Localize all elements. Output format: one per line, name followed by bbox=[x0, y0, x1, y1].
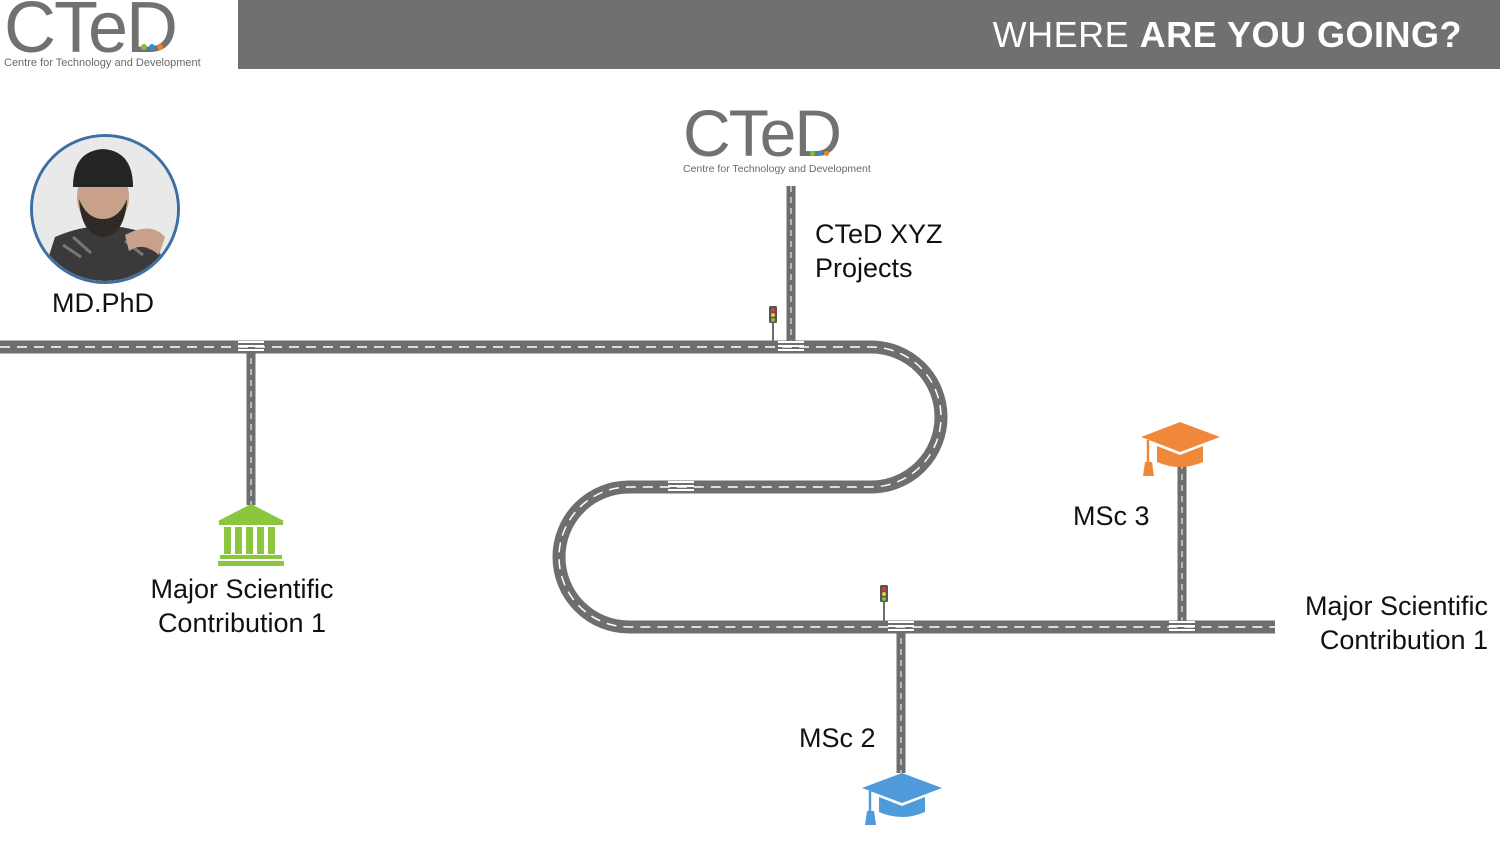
graduation-cap-icon bbox=[1141, 422, 1220, 476]
header-bar: WHERE ARE YOU GOING? bbox=[238, 0, 1500, 69]
right-end-label: Major Scientific Contribution 1 bbox=[1305, 589, 1488, 657]
person-label: MD.PhD bbox=[51, 288, 154, 318]
crosswalk-msc2 bbox=[888, 621, 914, 631]
logo-dot-green bbox=[810, 151, 815, 156]
logo-word: CTeD bbox=[4, 0, 178, 68]
crosswalk-msc3 bbox=[1169, 621, 1195, 631]
top-center-label-line1: CTeD XYZ bbox=[815, 219, 943, 249]
cted-logo-center: CTeD Centre for Technology and Developme… bbox=[683, 100, 871, 175]
avatar bbox=[30, 134, 180, 284]
logo-dot-blue bbox=[817, 151, 822, 156]
logo-dot-green bbox=[141, 44, 147, 50]
logo-dots bbox=[141, 44, 163, 50]
top-center-label: CTeD XYZ Projects bbox=[815, 217, 943, 285]
right-end-label-line2: Contribution 1 bbox=[1319, 625, 1488, 655]
logo-dot-blue bbox=[149, 44, 155, 50]
logo-dots bbox=[810, 151, 829, 156]
branch-roads bbox=[246, 186, 1187, 773]
left-branch-label: Major Scientific Contribution 1 bbox=[122, 572, 362, 640]
left-branch-label-line2: Contribution 1 bbox=[157, 608, 327, 638]
logo-tagline: Centre for Technology and Development bbox=[683, 163, 871, 175]
crosswalk-left bbox=[238, 341, 264, 351]
top-center-label-line2: Projects bbox=[815, 253, 913, 283]
main-road-markings bbox=[0, 346, 1275, 628]
cted-logo-header: CTeD Centre for Technology and Developme… bbox=[4, 0, 201, 69]
logo-dot-orange bbox=[157, 44, 163, 50]
msc3-label: MSc 3 bbox=[1073, 501, 1150, 531]
traffic-light-icon bbox=[880, 585, 888, 621]
right-end-label-line1: Major Scientific bbox=[1304, 591, 1488, 621]
person-photo-icon bbox=[33, 137, 177, 281]
header-title-light: WHERE bbox=[992, 14, 1140, 55]
left-branch-label-line1: Major Scientific bbox=[150, 574, 334, 604]
msc2-label: MSc 2 bbox=[799, 723, 876, 753]
graduation-cap-icon bbox=[862, 773, 942, 825]
logo-word: CTeD bbox=[683, 96, 842, 170]
logo-dot-orange bbox=[824, 151, 829, 156]
bank-building-icon bbox=[218, 504, 284, 566]
traffic-light-icon bbox=[769, 306, 777, 341]
header-title: WHERE ARE YOU GOING? bbox=[993, 14, 1462, 56]
crosswalk-top bbox=[778, 341, 804, 351]
crosswalk-middle bbox=[668, 481, 694, 491]
logo-tagline: Centre for Technology and Development bbox=[4, 57, 201, 69]
crosswalks bbox=[238, 341, 1195, 631]
header-title-bold: ARE YOU GOING? bbox=[1139, 14, 1462, 55]
